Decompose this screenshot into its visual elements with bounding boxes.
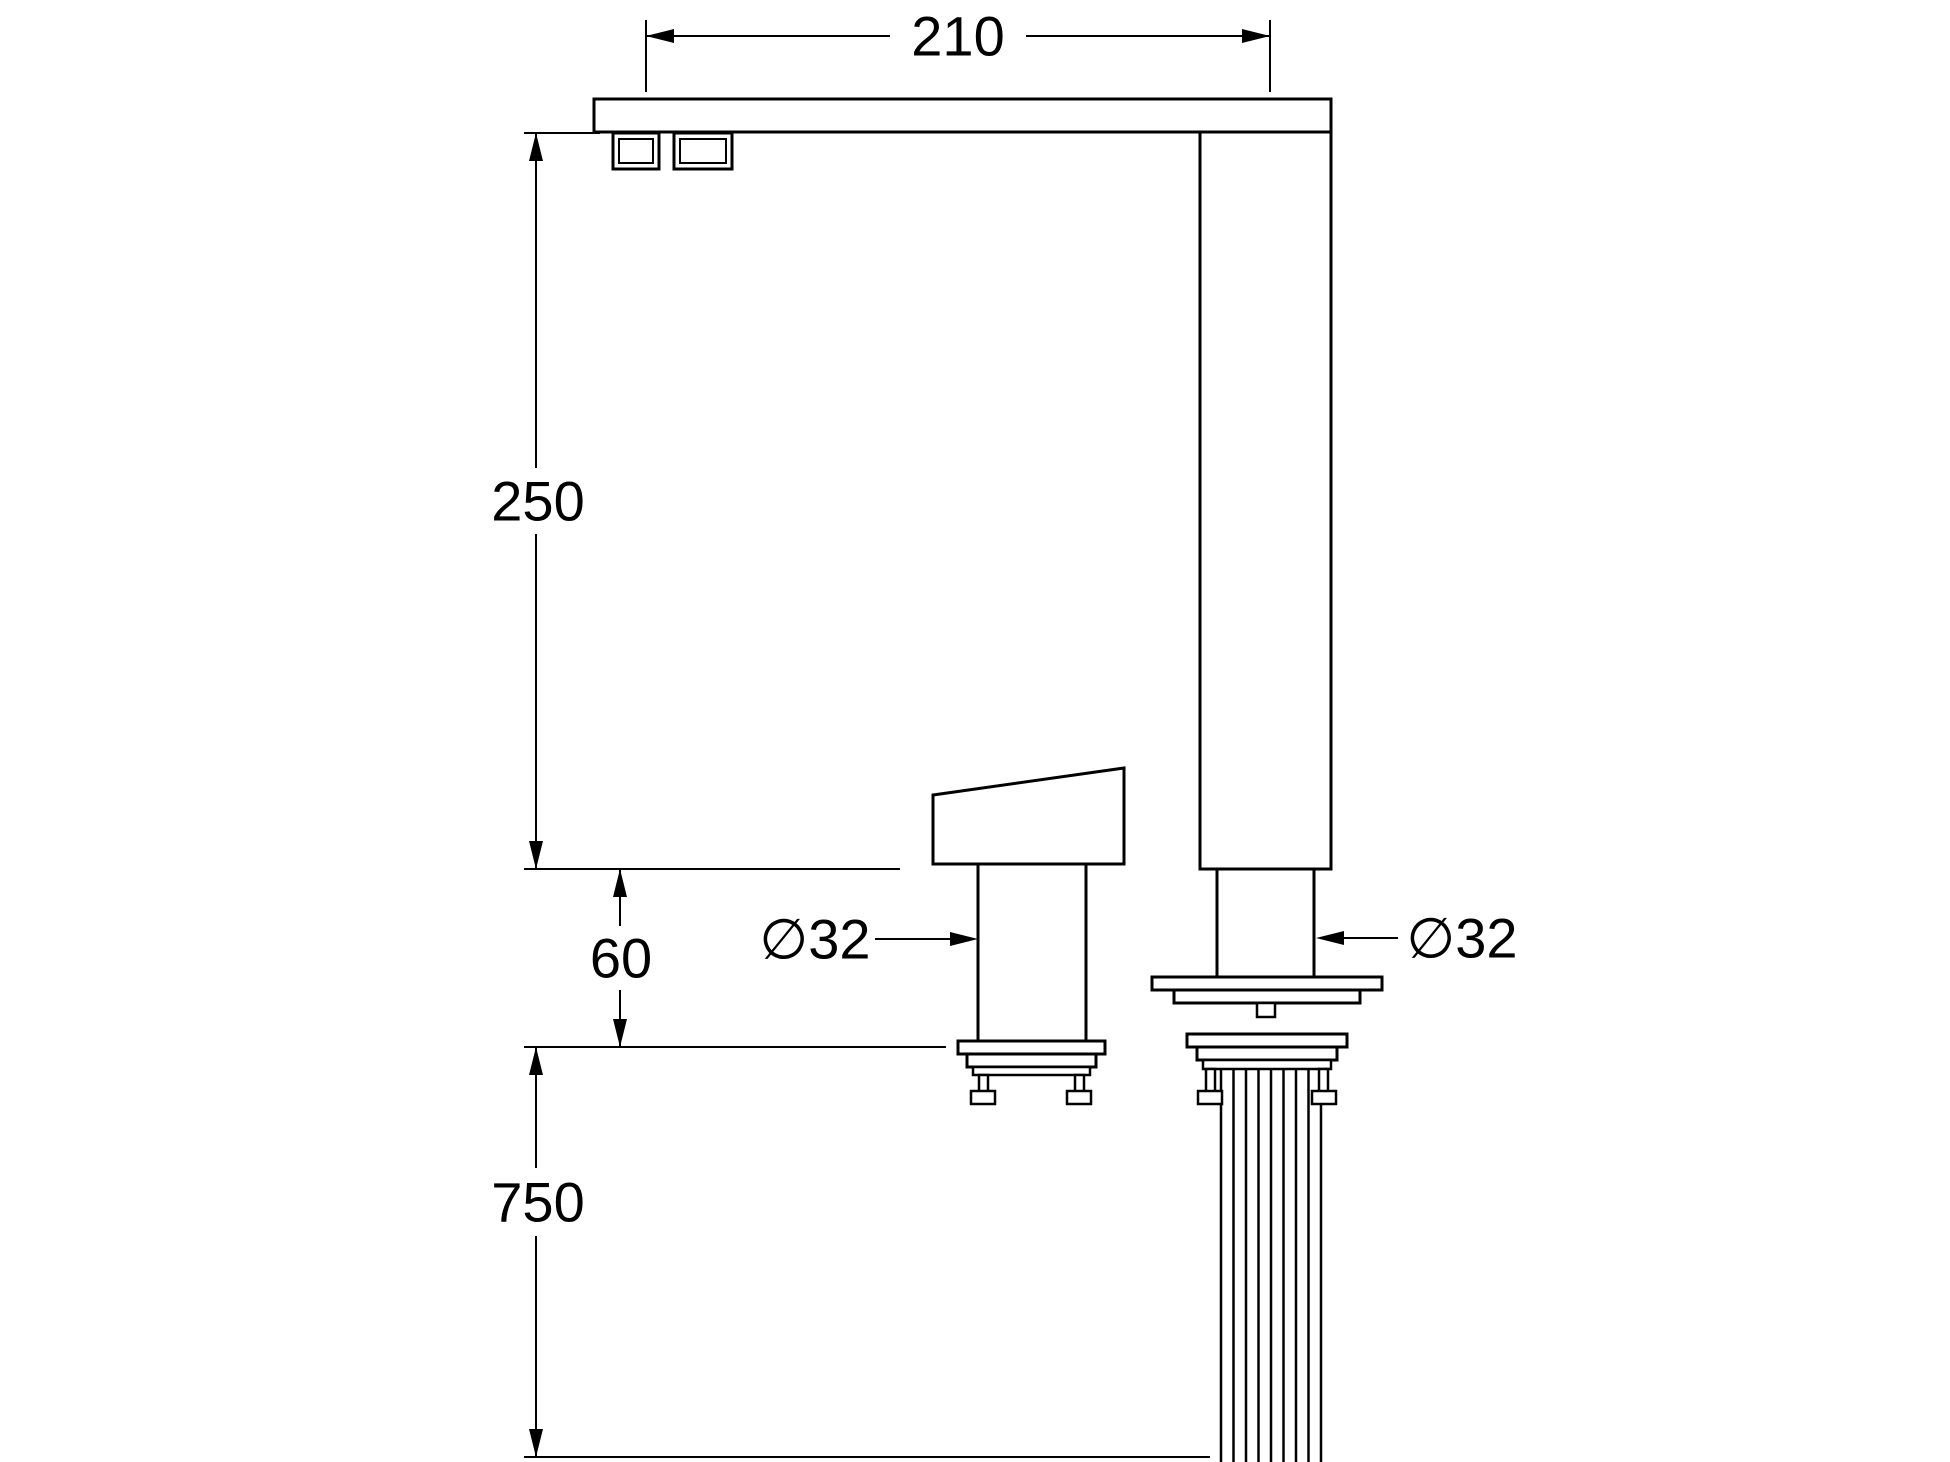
handle-assembly: [931, 766, 1126, 1106]
dim-210-arrow-right: [1242, 29, 1270, 43]
aerator-right-inner: [679, 138, 727, 164]
handle-lever: [931, 766, 1126, 866]
dim-750-arrow-top: [529, 1047, 543, 1075]
aerator-left-inner: [618, 138, 654, 164]
mounting-plate-lower: [1195, 1045, 1339, 1062]
handle-shaft: [976, 862, 1088, 1043]
faucet-assembly: [592, 97, 1384, 1462]
handle-stud-foot-right: [1065, 1089, 1093, 1106]
dia-body-arrow: [1316, 931, 1344, 945]
stud-foot-right: [1310, 1089, 1338, 1106]
base-flange: [1150, 975, 1384, 992]
faucet-riser-pipe: [1215, 867, 1316, 980]
dim-60-arrow-top: [613, 869, 627, 897]
handle-mounting-plate-lower: [965, 1052, 1098, 1069]
handle-bracket-bar: [971, 1065, 1092, 1077]
dim-250-label: 250: [491, 470, 584, 533]
dia-handle-label: ∅32: [759, 908, 870, 971]
mounting-plate-upper: [1185, 1032, 1349, 1049]
flange-collar: [1172, 988, 1362, 1005]
stud-foot-left: [1196, 1089, 1224, 1106]
dim-750-arrow-bottom: [529, 1429, 543, 1457]
mounting-bracket-bar: [1201, 1058, 1333, 1071]
supply-hoses: [1219, 1069, 1323, 1462]
dim-60-arrow-bottom: [613, 1019, 627, 1047]
dim-60-label: 60: [590, 927, 652, 990]
dia-body-label: ∅32: [1406, 907, 1517, 970]
spout-bar: [592, 97, 1333, 134]
dimension-arrowheads: [529, 29, 1344, 1457]
flange-tab: [1255, 1001, 1277, 1019]
handle-stud-foot-left: [969, 1089, 997, 1106]
dia-handle-arrow: [950, 932, 978, 946]
faucet-body: [1198, 130, 1333, 871]
dim-250-arrow-top: [529, 133, 543, 161]
dimension-annotations: [524, 20, 1398, 1458]
dim-210-label: 210: [911, 5, 1004, 68]
dim-250-arrow-bottom: [529, 841, 543, 869]
dimension-labels: 210 250 60 750 ∅32 ∅32: [491, 5, 1517, 1234]
handle-mounting-plate-upper: [956, 1039, 1107, 1056]
dim-750-label: 750: [491, 1171, 584, 1234]
dim-210-arrow-left: [646, 29, 674, 43]
